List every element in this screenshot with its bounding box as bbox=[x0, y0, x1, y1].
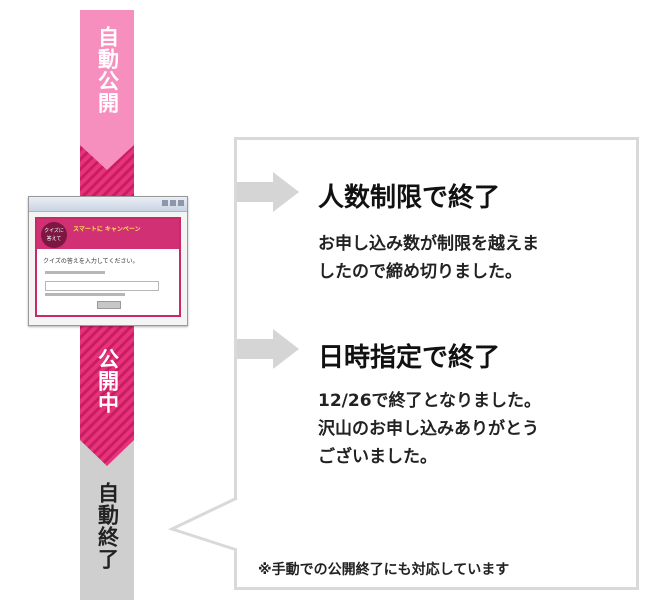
quiz-note-line bbox=[45, 293, 125, 296]
quiz-label-line bbox=[45, 271, 105, 274]
stage-label-in-public: 公開中 bbox=[80, 348, 134, 414]
message-line: お申し込み数が制限を越えま bbox=[318, 234, 539, 254]
message-date-end: 12/26で終了となりました。 沢山のお申し込みありがとう ございました。 bbox=[318, 387, 541, 471]
quiz-submit-button bbox=[97, 301, 121, 309]
heading-date-end: 日時指定で終了 bbox=[318, 343, 501, 373]
close-icon bbox=[178, 200, 184, 206]
maximize-icon bbox=[170, 200, 176, 206]
minimize-icon bbox=[162, 200, 168, 206]
panel-pointer bbox=[167, 496, 238, 552]
stage-label-text: 公開中 bbox=[95, 348, 120, 414]
stage-label-auto-end: 自動終了 bbox=[80, 482, 134, 570]
arrow-right-icon bbox=[237, 172, 299, 212]
auto-open-segment bbox=[80, 10, 134, 170]
browser-titlebar bbox=[29, 197, 187, 212]
quiz-title: スマートに キャンペーン bbox=[73, 226, 141, 233]
stage-label-text: 自動終了 bbox=[95, 482, 120, 570]
quiz-badge: クイズに 答えて bbox=[41, 222, 67, 248]
stage-label-auto-open: 自動公開 bbox=[80, 26, 134, 114]
message-panel bbox=[234, 137, 639, 590]
manual-end-note: ※手動での公開終了にも対応しています bbox=[258, 562, 510, 578]
message-line: 沢山のお申し込みありがとう bbox=[318, 419, 539, 439]
browser-thumbnail: クイズに 答えて スマートに キャンペーン クイズの答えを入力してください。 bbox=[28, 196, 188, 326]
arrow-right-icon bbox=[237, 329, 299, 369]
quiz-header: クイズに 答えて スマートに キャンペーン bbox=[37, 219, 179, 249]
quiz-page-preview: クイズに 答えて スマートに キャンペーン クイズの答えを入力してください。 bbox=[35, 217, 181, 317]
heading-capacity-limit: 人数制限で終了 bbox=[318, 183, 501, 213]
message-line: 12/26で終了となりました。 bbox=[318, 391, 542, 411]
quiz-answer-field bbox=[45, 281, 159, 291]
auto-end-segment bbox=[80, 420, 134, 600]
quiz-prompt: クイズの答えを入力してください。 bbox=[43, 258, 139, 265]
stage-label-text: 自動公開 bbox=[95, 26, 120, 114]
message-capacity-limit: お申し込み数が制限を越えま したので締め切りました。 bbox=[318, 230, 539, 286]
message-line: したので締め切りました。 bbox=[318, 262, 522, 282]
message-line: ございました。 bbox=[318, 447, 437, 467]
